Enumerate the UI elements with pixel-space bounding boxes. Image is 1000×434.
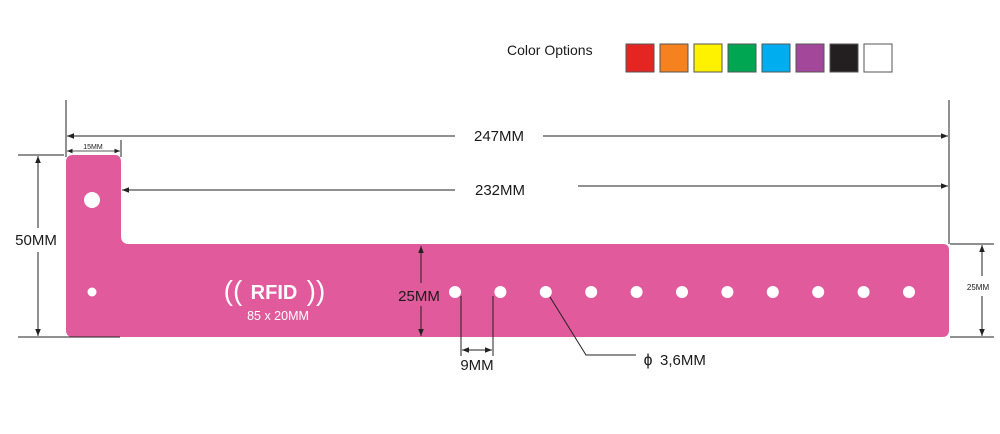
- color-swatch-orange: [659, 43, 689, 73]
- strap-hole: [812, 286, 825, 298]
- dim-hole-spacing: 9MM: [460, 296, 494, 374]
- right-height-label: 25MM: [967, 283, 990, 292]
- dim-hole-diameter: ɸ 3,6MM: [549, 296, 706, 369]
- strap-hole: [857, 286, 870, 298]
- strap-hole: [630, 286, 643, 298]
- rfid-wave-right-icon: )): [307, 275, 326, 306]
- color-swatch-black: [829, 43, 859, 73]
- color-options-label: Color Options: [507, 42, 593, 58]
- color-swatch-yellow: [693, 43, 723, 73]
- strap-hole: [721, 286, 734, 298]
- tab-width-label: 15MM: [83, 144, 103, 151]
- total-height-label: 50MM: [15, 232, 57, 249]
- dim-total-height: 50MM: [15, 154, 120, 338]
- strap-length-label: 232MM: [475, 182, 525, 199]
- color-swatch-blue: [761, 43, 791, 73]
- rfid-wave-left-icon: ((: [224, 275, 243, 306]
- hole-spacing-label: 9MM: [460, 357, 493, 374]
- strap-hole: [585, 286, 598, 298]
- dim-right-height: 25MM: [950, 243, 994, 338]
- strap-height-label: 25MM: [398, 288, 440, 305]
- dim-tab-width: 15MM: [67, 144, 120, 154]
- strap-hole: [903, 286, 915, 298]
- color-swatch-green: [727, 43, 757, 73]
- strap-hole: [449, 286, 461, 298]
- tab-hole-large: [84, 192, 100, 208]
- diameter-icon: ɸ: [644, 352, 653, 369]
- strap-hole: [494, 286, 507, 298]
- color-options: Color Options: [507, 42, 893, 73]
- color-swatch-white: [863, 43, 893, 73]
- total-length-label: 247MM: [474, 128, 524, 145]
- dim-strap-length: 232MM: [120, 140, 948, 199]
- hole-diameter-label: 3,6MM: [660, 352, 706, 369]
- rfid-zone: (( RFID )) 85 x 20MM: [224, 275, 326, 323]
- strap-hole: [539, 286, 552, 298]
- dim-strap-height: 25MM: [398, 246, 440, 336]
- tab-hole-small: [87, 287, 97, 297]
- color-swatch-purple: [795, 43, 825, 73]
- strap-holes: [449, 286, 915, 298]
- color-swatches: [625, 43, 893, 73]
- rfid-size: 85 x 20MM: [247, 309, 309, 323]
- strap-hole: [676, 286, 688, 298]
- color-swatch-red: [625, 43, 655, 73]
- strap-hole: [766, 286, 779, 298]
- rfid-label: RFID: [251, 282, 298, 304]
- dim-total-length: 247MM: [65, 100, 950, 244]
